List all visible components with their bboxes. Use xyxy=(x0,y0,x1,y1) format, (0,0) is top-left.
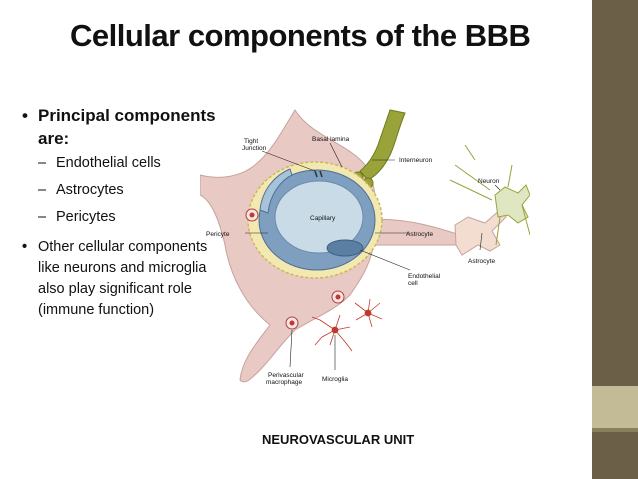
sub-item-astrocytes: –Astrocytes xyxy=(22,177,232,204)
endothelial-cell-label: Endothelial xyxy=(408,273,441,280)
tight-junction-label: Junction xyxy=(242,145,267,152)
sub-item-label: Pericytes xyxy=(56,209,116,225)
astrocyte-label: Astrocyte xyxy=(406,231,433,238)
bullet-other-line: Other cellular components xyxy=(38,239,208,255)
bullet-dot: • xyxy=(22,106,28,125)
interneuron-cell xyxy=(359,109,406,181)
leader-lines xyxy=(245,142,501,370)
tight-junction xyxy=(314,170,323,178)
slide: Cellular components of the BBB • Princip… xyxy=(22,18,531,447)
bullet-other: • Other cellular components like neurons… xyxy=(22,237,232,321)
capillary-label: Capillary xyxy=(310,215,336,222)
microglia-label: Microglia xyxy=(322,376,348,383)
sub-item-endothelial: –Endothelial cells xyxy=(22,150,232,177)
microglia-cells xyxy=(311,298,383,352)
slide-title: Cellular components of the BBB xyxy=(70,18,531,53)
interneuron-label: Interneuron xyxy=(399,157,433,164)
endothelial-nucleus xyxy=(326,239,364,257)
endothelial-cell-label: cell xyxy=(408,280,418,287)
bullet-other-line: (immune function) xyxy=(38,302,155,318)
perivascular-macrophage-label: Perivascular xyxy=(268,372,305,379)
right-astrocyte xyxy=(454,209,507,256)
diagram-caption: NEUROVASCULAR UNIT xyxy=(262,432,415,447)
bullet-principal: • Principal components are: xyxy=(22,104,232,150)
bullet-dot: • xyxy=(22,239,28,255)
neuron-label: Neuron xyxy=(478,178,500,185)
neurovascular-unit-diagram: Tight Junction Basal lamina Interneuron … xyxy=(200,109,530,386)
sub-item-label: Astrocytes xyxy=(56,182,124,198)
decorative-side-stripe xyxy=(592,428,638,432)
dash: – xyxy=(38,209,47,225)
pericyte-cell xyxy=(259,168,293,214)
pericyte-label: Pericyte xyxy=(206,231,230,238)
capillary-lumen xyxy=(274,180,364,254)
bullet-other-line: also play significant role xyxy=(38,281,192,297)
neuron-processes xyxy=(449,144,530,246)
astrocyte-label: Astrocyte xyxy=(468,258,495,265)
dash: – xyxy=(38,182,47,198)
basal-lamina-label: Basal lamina xyxy=(312,136,350,143)
decorative-side-block xyxy=(592,386,638,428)
tight-junction-label: Tight xyxy=(244,138,258,145)
sub-item-label: Endothelial cells xyxy=(56,155,161,171)
bullet-principal-line2: are: xyxy=(38,129,70,148)
bullet-principal-line1: Principal components xyxy=(38,106,216,125)
bullet-other-line: like neurons and microglia xyxy=(38,260,207,276)
dash: – xyxy=(38,155,47,171)
sub-item-pericytes: –Pericytes xyxy=(22,204,232,231)
bullet-list: • Principal components are: –Endothelial… xyxy=(22,104,232,321)
perivascular-macrophage-label: macrophage xyxy=(266,379,303,386)
